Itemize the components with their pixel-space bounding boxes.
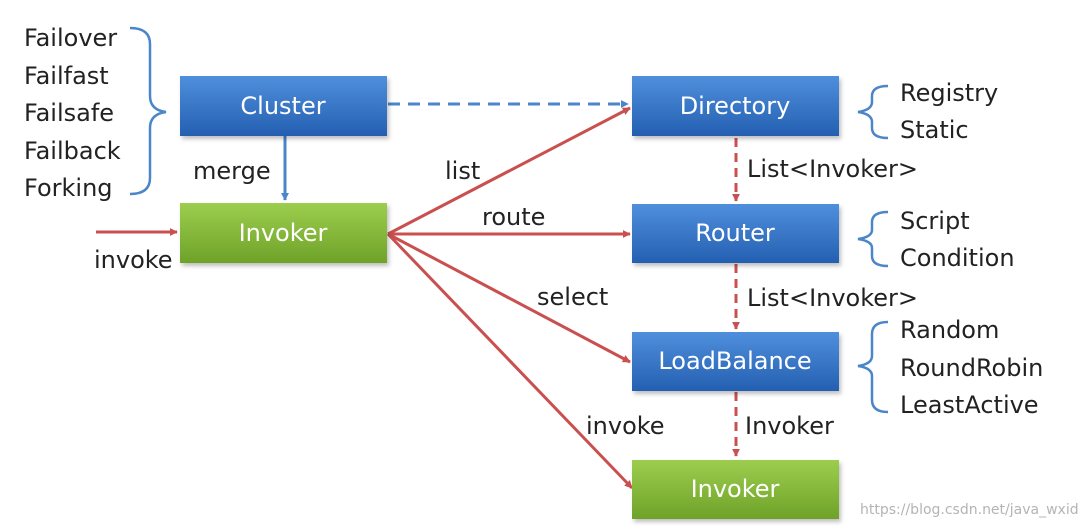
- list-label: list: [445, 157, 480, 185]
- directory-type-static: Static: [900, 116, 969, 144]
- invoke-out-arrow: [386, 232, 634, 490]
- directory-label: Directory: [680, 92, 791, 120]
- directory-router-label: List<Invoker>: [747, 155, 918, 183]
- route-label: route: [482, 203, 545, 231]
- router-type-script: Script: [900, 207, 970, 235]
- invoke-in-label: invoke: [94, 246, 173, 274]
- router-loadbalance-label: List<Invoker>: [747, 284, 918, 312]
- invoker-target-node: Invoker: [632, 460, 839, 519]
- loadbalance-label: LoadBalance: [658, 347, 811, 375]
- invoke-out-label: invoke: [586, 412, 665, 440]
- select-arrow: [387, 232, 631, 364]
- directory-types-list: Registry Static: [900, 79, 998, 144]
- directory-types-brace: [857, 84, 889, 140]
- strategy-forking: Forking: [24, 174, 113, 202]
- router-type-condition: Condition: [900, 244, 1015, 272]
- watermark-text: https://blog.csdn.net/java_wxid: [860, 502, 1079, 518]
- invoker-main-node: Invoker: [180, 203, 387, 263]
- loadbalance-types-brace: [857, 320, 889, 414]
- directory-node: Directory: [632, 76, 839, 136]
- loadbalance-invoker-label: Invoker: [745, 412, 834, 440]
- loadbalance-types-list: Random RoundRobin LeastActive: [900, 316, 1043, 419]
- cluster-label: Cluster: [240, 92, 325, 120]
- directory-type-registry: Registry: [900, 79, 998, 107]
- router-types-list: Script Condition: [900, 207, 1015, 272]
- list-arrow: [387, 106, 631, 236]
- strategy-failfast: Failfast: [24, 62, 109, 90]
- loadbalance-node: LoadBalance: [632, 332, 839, 391]
- router-label: Router: [695, 219, 775, 247]
- strategy-failback: Failback: [24, 137, 121, 165]
- loadbalance-type-random: Random: [900, 316, 999, 344]
- cluster-node: Cluster: [180, 76, 387, 136]
- strategy-failover: Failover: [24, 24, 117, 52]
- strategy-failsafe: Failsafe: [24, 99, 114, 127]
- invoker-main-label: Invoker: [239, 219, 328, 247]
- loadbalance-type-roundrobin: RoundRobin: [900, 354, 1043, 382]
- select-label: select: [537, 283, 608, 311]
- cluster-strategies-brace: [129, 26, 167, 196]
- invoker-target-label: Invoker: [691, 475, 780, 503]
- merge-label: merge: [193, 157, 271, 185]
- cluster-strategies-list: Failover Failfast Failsafe Failback Fork…: [24, 24, 121, 202]
- loadbalance-type-leastactive: LeastActive: [900, 391, 1039, 419]
- router-types-brace: [857, 210, 889, 268]
- router-node: Router: [632, 204, 839, 263]
